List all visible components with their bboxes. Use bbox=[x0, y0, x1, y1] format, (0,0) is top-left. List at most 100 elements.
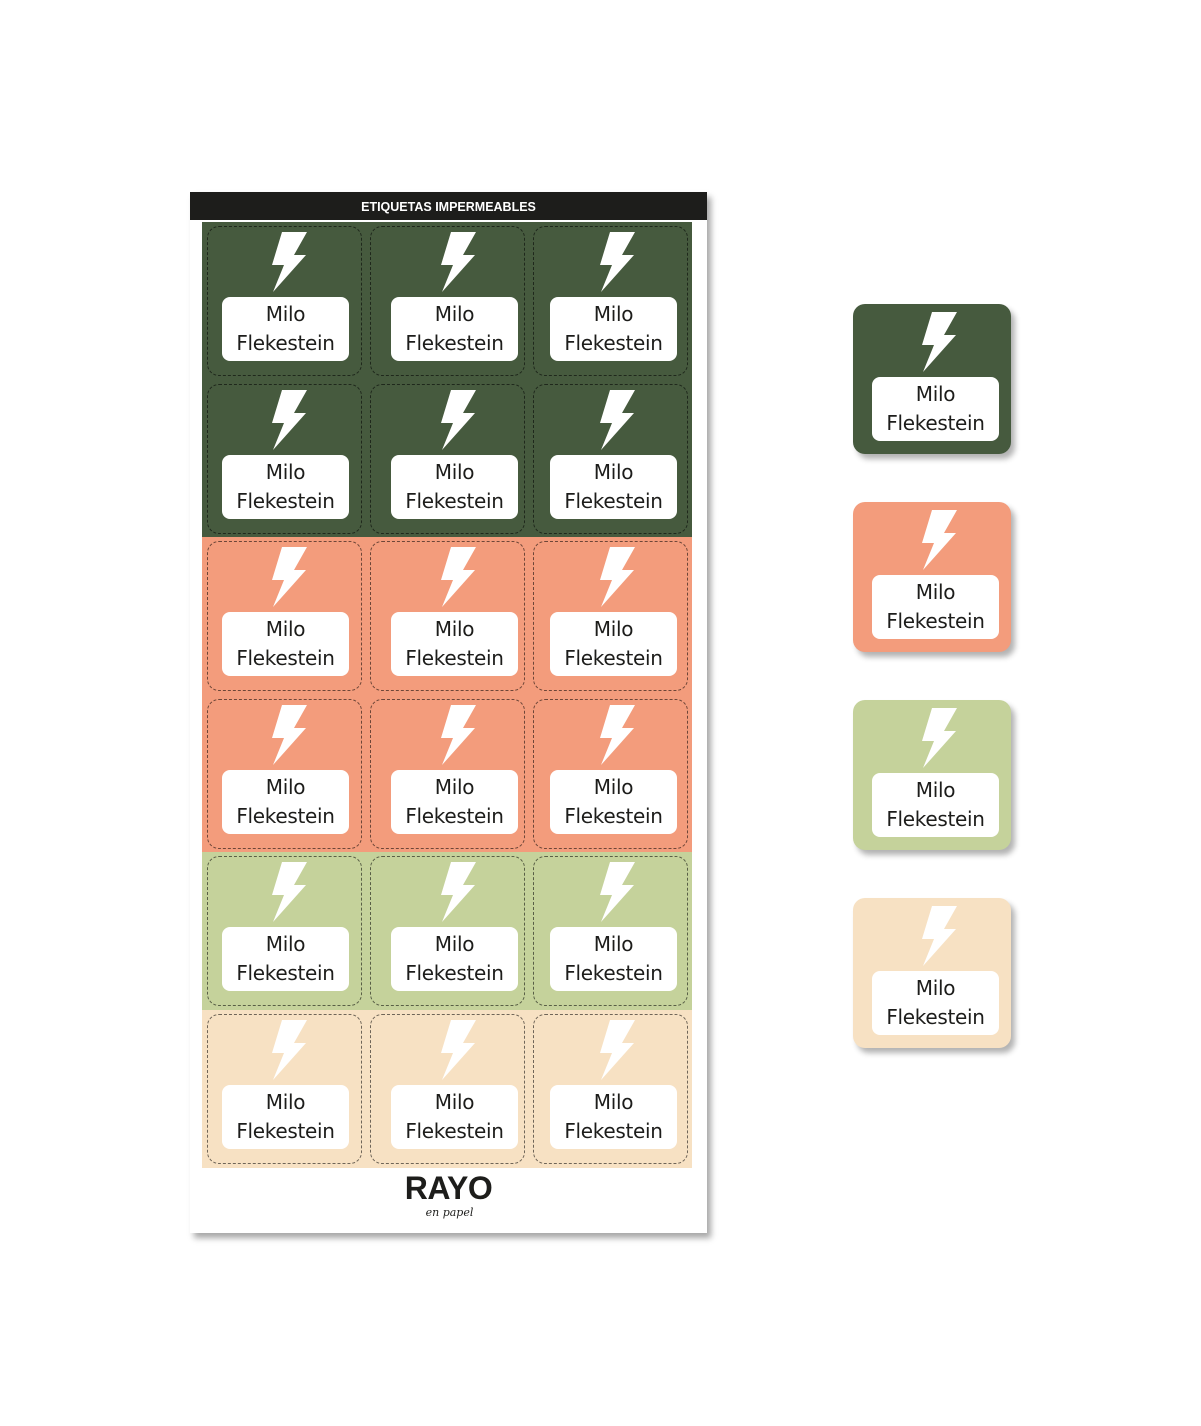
lightning-bolt-icon bbox=[435, 862, 477, 922]
lightning-bolt-icon bbox=[594, 704, 636, 765]
first-name: Milo bbox=[593, 617, 634, 641]
lightning-bolt-icon bbox=[594, 862, 636, 922]
first-name: Milo bbox=[915, 778, 956, 802]
lightning-bolt-icon bbox=[435, 389, 477, 450]
brand-name: RAYO bbox=[404, 1170, 493, 1206]
first-name: Milo bbox=[434, 617, 475, 641]
last-name: Flekestein bbox=[236, 488, 335, 513]
sticker-cut-line bbox=[370, 698, 525, 849]
last-name: Flekestein bbox=[405, 331, 504, 355]
last-name: Flekestein bbox=[564, 331, 663, 355]
sticker-cut-line bbox=[533, 698, 688, 849]
last-name: Flekestein bbox=[236, 331, 335, 355]
sticker-cut-line bbox=[370, 226, 525, 376]
last-name: Flekestein bbox=[236, 961, 335, 985]
first-name: Milo bbox=[593, 459, 634, 484]
last-name: Flekestein bbox=[564, 646, 663, 670]
last-name: Flekestein bbox=[236, 1118, 335, 1143]
brand-tagline: en papel bbox=[425, 1206, 474, 1219]
first-name: Milo bbox=[593, 932, 634, 956]
last-name: Flekestein bbox=[564, 1118, 663, 1143]
lightning-bolt-icon bbox=[916, 906, 958, 966]
first-name: Milo bbox=[434, 1089, 475, 1114]
sticker-cut-line bbox=[207, 698, 362, 849]
lightning-bolt-icon bbox=[266, 232, 308, 292]
first-name: Milo bbox=[265, 1089, 306, 1114]
sheet-title: ETIQUETAS IMPERMEABLES bbox=[190, 192, 707, 220]
first-name: Milo bbox=[434, 774, 475, 799]
lightning-bolt-icon bbox=[266, 547, 308, 607]
last-name: Flekestein bbox=[564, 488, 663, 513]
last-name: Flekestein bbox=[564, 803, 663, 828]
last-name: Flekestein bbox=[405, 961, 504, 985]
lightning-bolt-icon bbox=[435, 232, 477, 292]
sticker-cut-line bbox=[533, 541, 688, 691]
first-name: Milo bbox=[593, 774, 634, 799]
sticker-cut-line bbox=[533, 383, 688, 534]
last-name: Flekestein bbox=[236, 803, 335, 828]
lightning-bolt-icon bbox=[266, 862, 308, 922]
first-name: Milo bbox=[265, 774, 306, 799]
last-name: Flekestein bbox=[886, 411, 985, 435]
lightning-bolt-icon bbox=[266, 1019, 308, 1080]
first-name: Milo bbox=[434, 459, 475, 484]
lightning-bolt-icon bbox=[435, 1019, 477, 1080]
first-name: Milo bbox=[434, 932, 475, 956]
sticker-cut-line bbox=[370, 541, 525, 691]
first-name: Milo bbox=[915, 580, 956, 604]
first-name: Milo bbox=[434, 302, 475, 326]
sticker-cut-line bbox=[207, 1013, 362, 1164]
sticker-cut-line bbox=[207, 856, 362, 1006]
lightning-bolt-icon bbox=[435, 547, 477, 607]
sticker-cut-line bbox=[533, 226, 688, 376]
first-name: Milo bbox=[593, 302, 634, 326]
last-name: Flekestein bbox=[886, 609, 985, 633]
last-name: Flekestein bbox=[564, 961, 663, 985]
sticker-cut-line bbox=[370, 856, 525, 1006]
first-name: Milo bbox=[593, 1089, 634, 1114]
first-name: Milo bbox=[915, 382, 956, 406]
lightning-bolt-icon bbox=[916, 708, 958, 768]
first-name: Milo bbox=[265, 617, 306, 641]
sticker-cut-line bbox=[207, 226, 362, 376]
first-name: Milo bbox=[915, 976, 956, 1000]
lightning-bolt-icon bbox=[916, 510, 958, 570]
sticker-cut-line bbox=[533, 856, 688, 1006]
first-name: Milo bbox=[265, 932, 306, 956]
last-name: Flekestein bbox=[236, 646, 335, 670]
first-name: Milo bbox=[265, 459, 306, 484]
last-name: Flekestein bbox=[405, 1118, 504, 1143]
lightning-bolt-icon bbox=[594, 1019, 636, 1080]
lightning-bolt-icon bbox=[594, 389, 636, 450]
last-name: Flekestein bbox=[405, 803, 504, 828]
